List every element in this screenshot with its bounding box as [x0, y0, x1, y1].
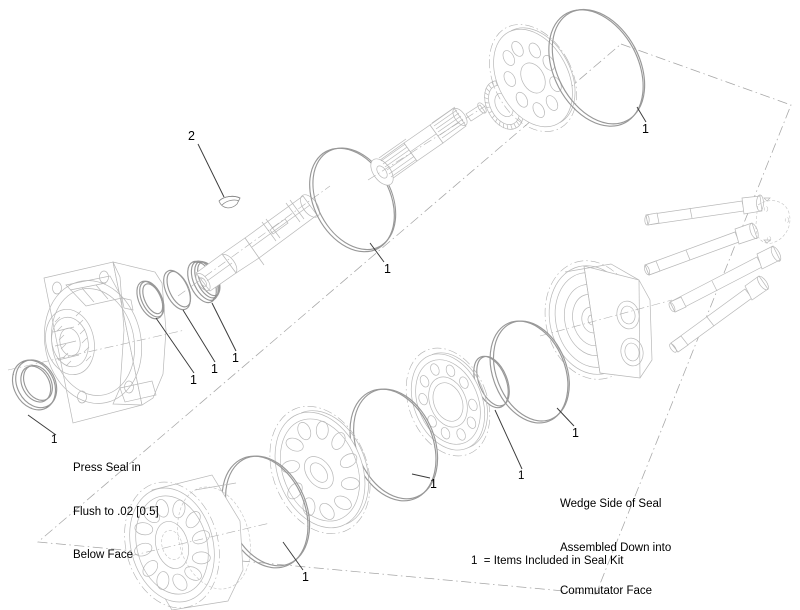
- cap-screw: [643, 222, 759, 276]
- part-o-ring-end-cap: [548, 8, 646, 127]
- detail-roller-pockets: [134, 499, 211, 591]
- callout-leader-lines: [27, 106, 647, 571]
- callout-1-o-ring-shaft-housing: 1: [384, 262, 391, 276]
- part-drive-link: [367, 97, 499, 186]
- note-press-seal-index: 1: [51, 434, 58, 446]
- callout-1-o-ring-stator-upper: 1: [430, 477, 437, 491]
- callout-1-o-ring-commutator: 1: [572, 426, 579, 440]
- callout-1-dust-seal: 1: [232, 351, 239, 365]
- part-cap-screws: [643, 194, 782, 353]
- detail-wear-plate-holes: [418, 363, 478, 441]
- part-end-cap-housing: [539, 260, 673, 380]
- note-press-seal: Press Seal in Flush to .02 [0.5] Below F…: [73, 432, 159, 592]
- note-press-seal-line-3: Below Face: [73, 549, 134, 561]
- part-gerotor-housing-drum: [124, 474, 271, 610]
- callout-1-o-ring-stator-lower: 1: [302, 570, 309, 584]
- callout-1-backup-washer: 1: [211, 362, 218, 376]
- callout-2-woodruff-key: 2: [188, 129, 195, 143]
- callout-1-seal-ring-inner: 1: [190, 373, 197, 387]
- note-wedge-side-index: 1: [518, 470, 525, 482]
- note-wedge-side-line-1: Wedge Side of Seal: [560, 498, 662, 510]
- part-woodruff-key: [218, 195, 241, 209]
- part-seal-ring-inner: [136, 280, 165, 320]
- detail-spline-teeth-left: [378, 138, 418, 178]
- detail-bearing-rollers: [52, 310, 92, 367]
- cap-screw: [668, 245, 782, 313]
- note-wedge-side: Wedge Side of Seal Assembled Down into C…: [560, 468, 671, 610]
- diagram-frame: [37, 43, 792, 595]
- cap-screw: [669, 275, 769, 353]
- cap-screw: [644, 194, 764, 226]
- callout-1-o-ring-end-cap: 1: [642, 122, 649, 136]
- part-output-shaft: [177, 185, 331, 297]
- part-nameplate: [755, 197, 791, 244]
- detail-spline-teeth-right: [431, 106, 466, 139]
- part-commutator-plate: [489, 24, 577, 132]
- part-shaft-lip-seal: [11, 359, 58, 411]
- part-wear-plate: [405, 347, 491, 457]
- note-press-seal-line-1: Press Seal in: [73, 462, 141, 474]
- part-o-ring-commutator: [489, 320, 570, 424]
- note-wedge-side-line-3: Commutator Face: [560, 585, 653, 597]
- part-gerotor-star: [269, 406, 371, 534]
- note-wedge-side-line-2: Assembled Down into: [560, 541, 672, 554]
- part-motor-housing-flange: [7, 261, 186, 424]
- seal-kit-legend: 1 = Items Included in Seal Kit: [471, 555, 624, 567]
- note-press-seal-line-2: Flush to .02 [0.5]: [73, 505, 159, 518]
